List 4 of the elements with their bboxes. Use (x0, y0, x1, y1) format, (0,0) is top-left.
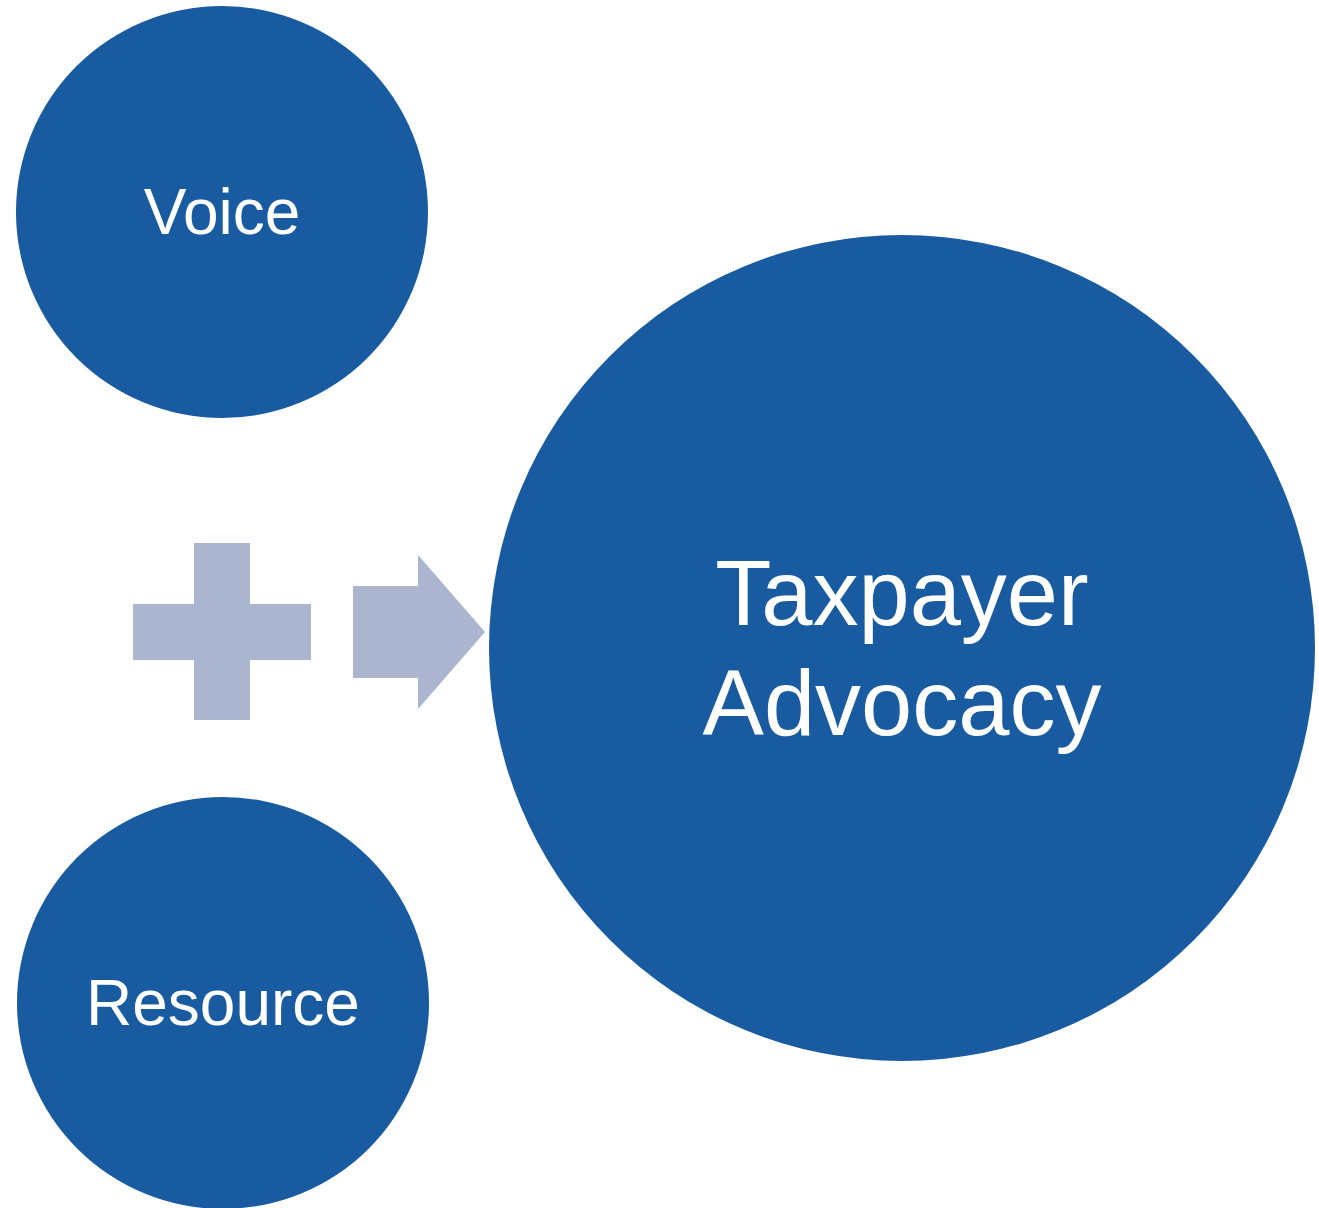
node-label: Voice (143, 174, 301, 250)
block-arrow (353, 555, 485, 709)
node-label: Resource (86, 965, 360, 1041)
node-label: Taxpayer Advocacy (701, 540, 1103, 756)
